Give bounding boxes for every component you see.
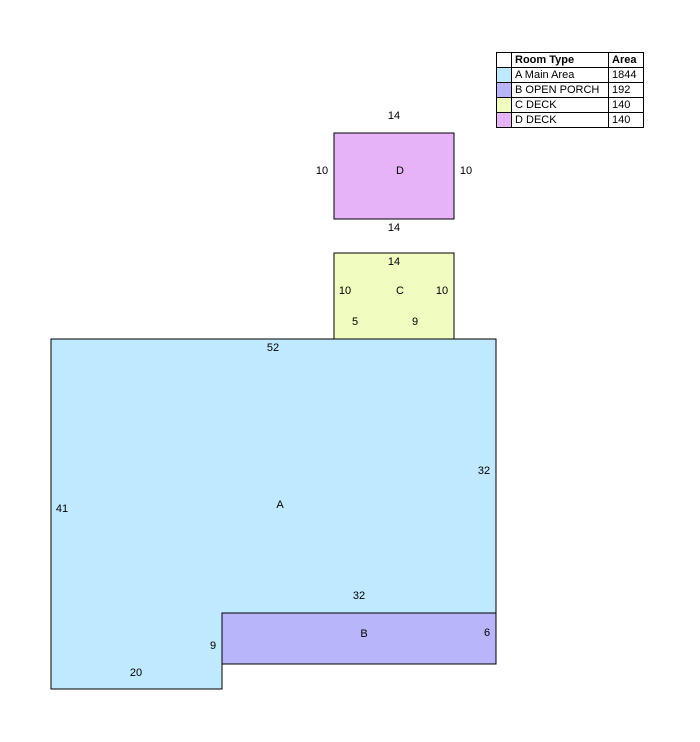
legend-header-row: Room Type Area	[496, 52, 644, 68]
legend-swatch-c	[496, 97, 512, 113]
dim-a-left: 41	[56, 503, 68, 515]
dim-d-top: 14	[388, 110, 400, 122]
dim-d-left: 10	[316, 165, 328, 177]
room-b-open-porch	[221, 612, 497, 665]
room-a-label: A	[276, 499, 284, 511]
legend-row: A Main Area 1844	[496, 67, 644, 83]
legend-room-type: C DECK	[511, 97, 609, 113]
legend-header-area: Area	[608, 52, 644, 68]
legend-room-type: B OPEN PORCH	[511, 82, 609, 98]
dim-c-left: 10	[339, 285, 351, 297]
dim-a-inner-top: 32	[353, 590, 365, 602]
dim-a-right: 32	[478, 465, 490, 477]
legend-area: 192	[608, 82, 644, 98]
legend-area: 140	[608, 112, 644, 128]
room-legend-table: Room Type Area A Main Area 1844 B OPEN P…	[496, 52, 644, 128]
legend-room-type: A Main Area	[511, 67, 609, 83]
room-c-deck	[333, 252, 455, 340]
dim-d-bottom: 14	[388, 222, 400, 234]
room-c-label: C	[396, 285, 404, 297]
dim-a-bottom: 20	[130, 667, 142, 679]
dim-a-notch: 9	[210, 640, 216, 652]
legend-row: D DECK 140	[496, 112, 644, 128]
legend-room-type: D DECK	[511, 112, 609, 128]
dim-b-right: 6	[484, 627, 490, 639]
dim-c-top: 14	[388, 256, 400, 268]
room-d-deck	[333, 132, 455, 220]
legend-swatch-d	[496, 112, 512, 128]
legend-area: 140	[608, 97, 644, 113]
dim-a-top: 52	[267, 342, 279, 354]
legend-swatch-b	[496, 82, 512, 98]
legend-row: C DECK 140	[496, 97, 644, 113]
legend-swatch-a	[496, 67, 512, 83]
legend-row: B OPEN PORCH 192	[496, 82, 644, 98]
room-d-label: D	[396, 165, 404, 177]
legend-header-swatch	[496, 52, 512, 68]
legend-header-room-type: Room Type	[511, 52, 609, 68]
dim-d-right: 10	[460, 165, 472, 177]
room-b-label: B	[360, 628, 367, 640]
dim-c-bottom-left: 5	[352, 316, 358, 328]
legend-area: 1844	[608, 67, 644, 83]
dim-c-bottom-right: 9	[412, 316, 418, 328]
dim-c-right: 10	[436, 285, 448, 297]
